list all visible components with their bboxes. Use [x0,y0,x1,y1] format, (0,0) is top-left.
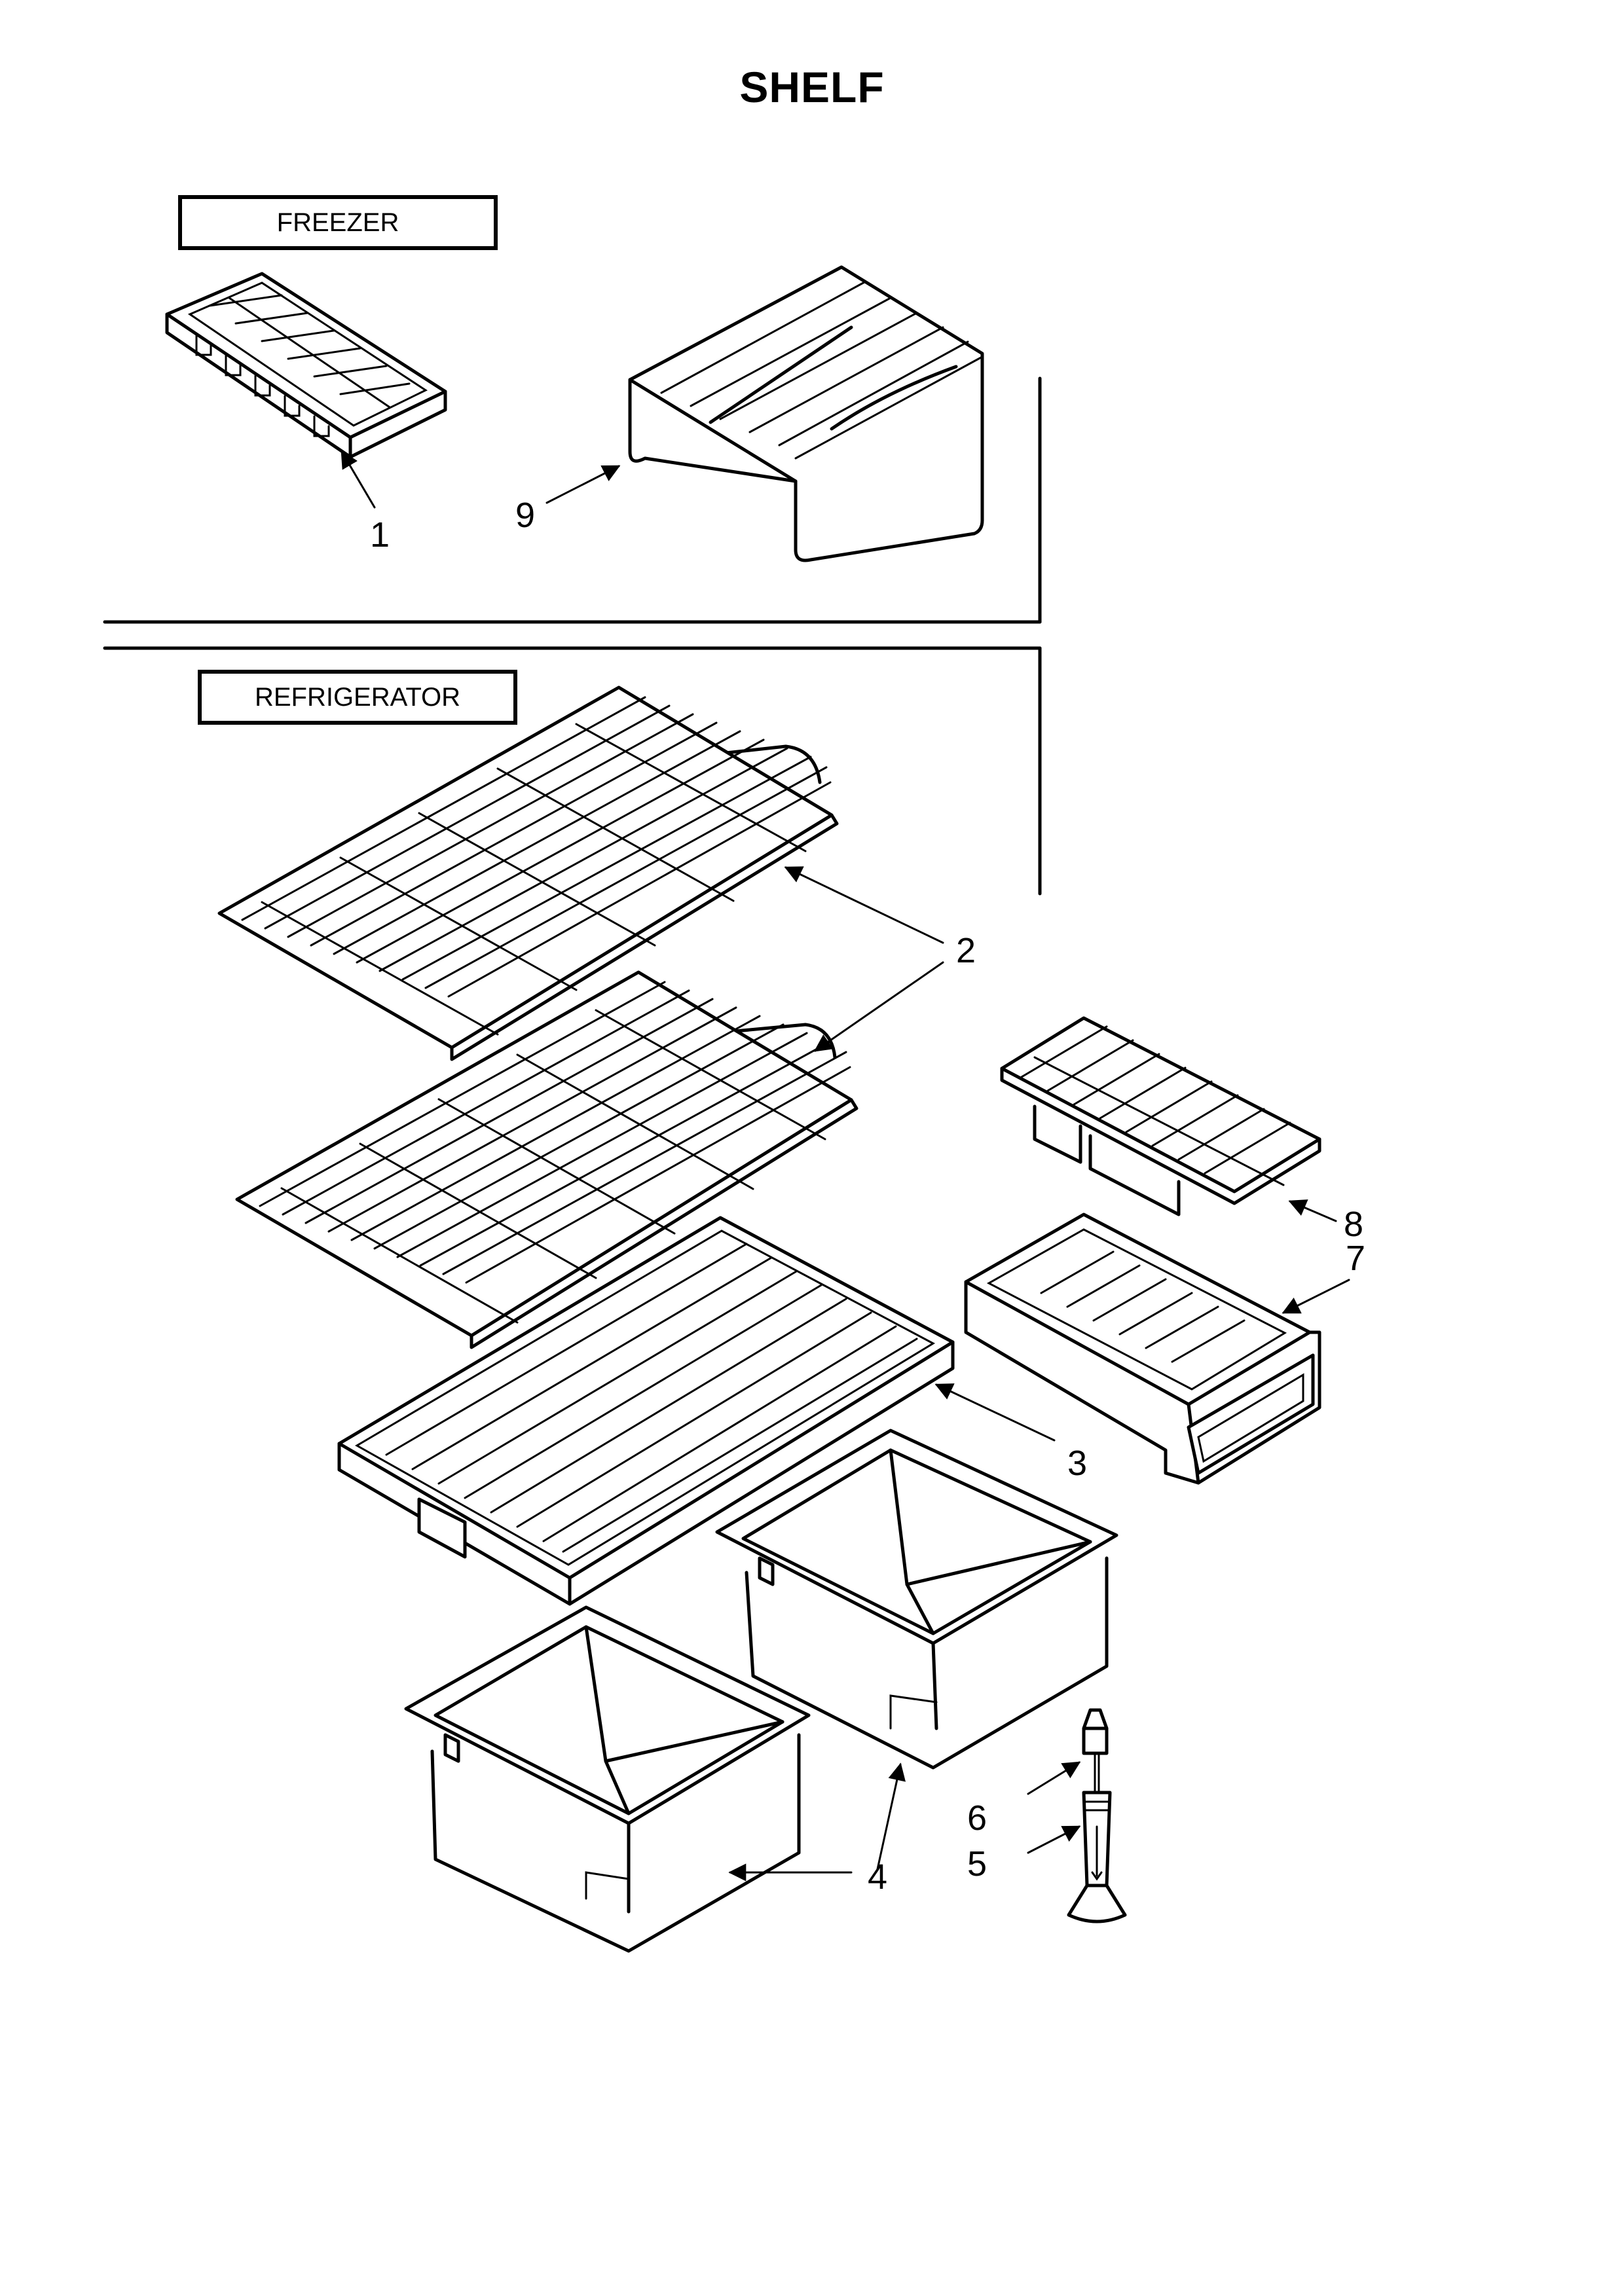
callout-5: 5 [967,1844,987,1884]
wire-shelf-lower-part-2 [235,970,858,1349]
callout-3: 3 [1067,1444,1088,1483]
leg-cap-part-6 [1082,1708,1109,1794]
callout-6-leader [1027,1761,1081,1795]
callout-4-leaders [728,1762,906,1882]
callout-8: 8 [1344,1205,1364,1244]
freezer-boundary [103,376,1042,624]
callout-4: 4 [868,1857,888,1897]
deli-drawer-part-7 [964,1212,1321,1485]
callout-9-leader [545,465,621,504]
refrigerator-boundary [103,646,1042,896]
leveling-leg-part-5 [1067,1791,1127,1923]
crisper-drawer-right-part-4 [715,1429,1118,1770]
callout-5-leader [1027,1825,1081,1854]
callout-7: 7 [1346,1239,1366,1278]
callout-7-leader [1282,1279,1350,1314]
callout-3-leader [934,1383,1056,1442]
crisper-drawer-left-part-4 [404,1605,811,1953]
callout-2: 2 [956,931,976,970]
freezer-label-text: FREEZER [276,208,399,237]
freezer-section-label: FREEZER [178,195,498,250]
crisper-cover-shelf-part-3 [337,1216,955,1606]
refrigerator-label-text: REFRIGERATOR [254,682,461,712]
ice-tray-part-1 [165,272,447,459]
freezer-wire-shelf-part-9 [628,265,984,562]
callout-1: 1 [370,515,390,555]
callout-1-leader [341,450,376,509]
callout-8-leader [1288,1199,1337,1222]
callout-9: 9 [515,496,536,535]
page-title: SHELF [739,63,885,111]
callout-2-leaders [784,866,944,1052]
wire-shelf-upper-part-2 [217,685,839,1061]
callout-6: 6 [967,1798,987,1838]
small-wire-shelf-part-8 [1000,1016,1321,1216]
refrigerator-section-label: REFRIGERATOR [198,670,517,725]
